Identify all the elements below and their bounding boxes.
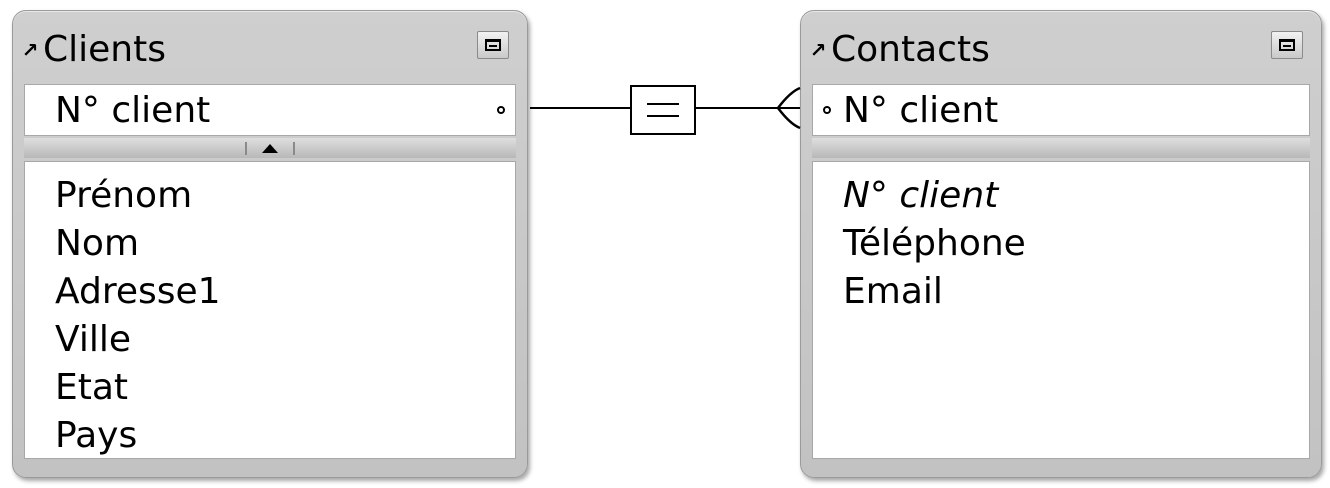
field-list: Prénom Nom Adresse1 Ville Etat Pays: [24, 161, 516, 459]
match-field-area: N° client: [812, 84, 1310, 136]
field-item[interactable]: Nom: [55, 223, 140, 264]
relationship-anchor-dot: [497, 106, 505, 114]
collapse-button[interactable]: [1271, 31, 1303, 59]
field-item[interactable]: Email: [843, 271, 943, 312]
collapse-button[interactable]: [477, 31, 509, 59]
table-occurrence-contacts[interactable]: ↗ Contacts N° client N° client Téléphone…: [800, 10, 1322, 478]
resize-handle-bar-left: [245, 141, 247, 155]
field-list: N° client Téléphone Email: [812, 161, 1310, 459]
collapse-up-arrow-icon: [262, 143, 278, 153]
field-item[interactable]: Prénom: [55, 175, 193, 216]
field-item-match-key[interactable]: N° client: [843, 175, 999, 216]
field-item[interactable]: Adresse1: [55, 271, 221, 312]
table-title: Clients: [43, 29, 166, 70]
field-item[interactable]: Ville: [55, 319, 131, 360]
table-title-bar[interactable]: ↗ Contacts: [807, 25, 1315, 75]
field-item[interactable]: Téléphone: [843, 223, 1026, 264]
match-field-area: N° client: [24, 84, 516, 136]
equals-icon: [647, 103, 679, 105]
collapse-icon: [485, 39, 501, 51]
table-title-bar[interactable]: ↗ Clients: [19, 25, 521, 75]
field-item[interactable]: Etat: [55, 367, 129, 408]
resize-handle-bar-right: [293, 141, 295, 155]
crows-foot-many-icon: [777, 86, 801, 130]
relationship-anchor-dot: [823, 106, 831, 114]
table-occurrence-clients[interactable]: ↗ Clients N° client Prénom Nom Adresse1 …: [12, 10, 528, 478]
collapse-icon: [1279, 39, 1295, 51]
field-item[interactable]: Pays: [55, 415, 138, 456]
equals-icon-line: [647, 115, 679, 117]
match-field[interactable]: N° client: [55, 90, 211, 131]
resize-handle[interactable]: [245, 141, 295, 155]
go-to-table-icon[interactable]: ↗: [809, 38, 827, 62]
table-title: Contacts: [831, 29, 990, 70]
field-divider: [24, 138, 516, 158]
relationship-operator-button[interactable]: [630, 85, 696, 135]
match-field[interactable]: N° client: [843, 90, 999, 131]
field-divider: [812, 138, 1310, 158]
go-to-table-icon[interactable]: ↗: [21, 38, 39, 62]
